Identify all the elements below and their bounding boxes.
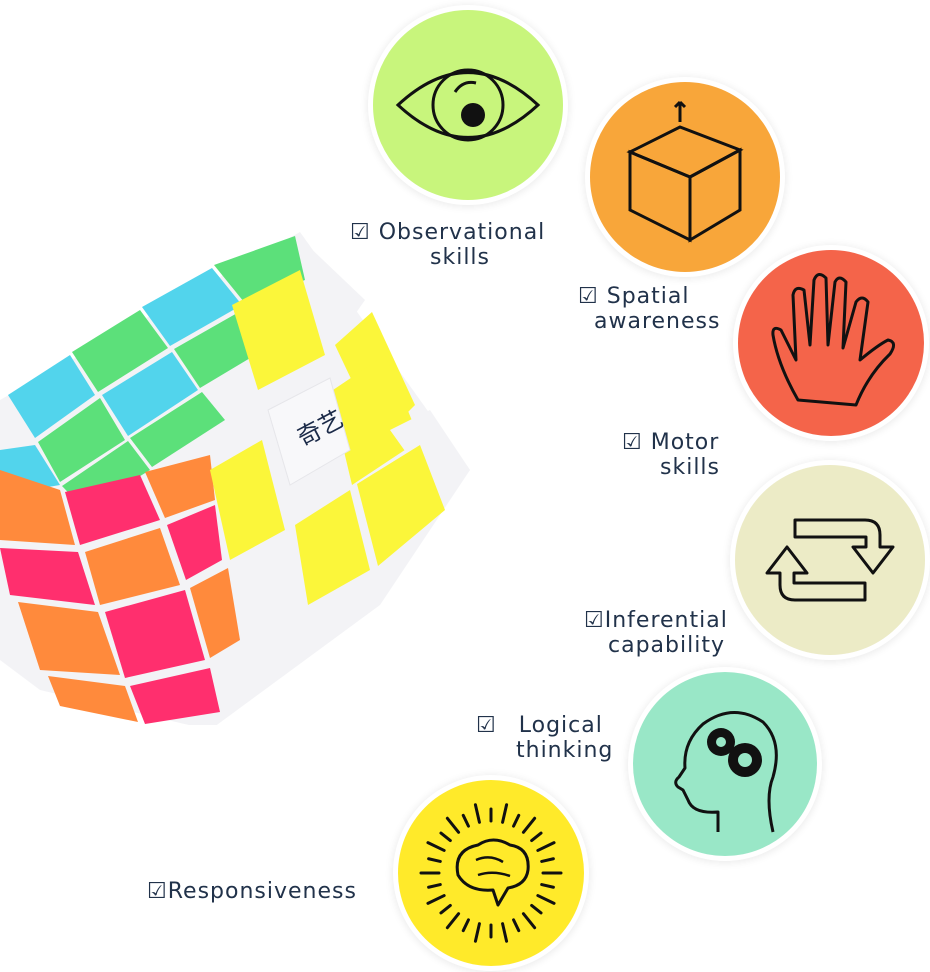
cycle-arrows-icon [735, 465, 925, 655]
spatial-awareness-label: ☑ Spatial awareness [578, 284, 720, 334]
brain-burst-icon [398, 780, 584, 966]
responsiveness-badge [398, 780, 584, 966]
checkbox-icon: ☑ [584, 608, 605, 633]
skill-name-line1: Motor [650, 430, 720, 455]
skill-name-line1: Spatial [606, 284, 690, 309]
motor-skills-label: ☑ Motor skills [622, 430, 720, 480]
spatial-awareness-badge [590, 82, 780, 272]
burst-ray [536, 894, 556, 905]
burst-ray [427, 883, 442, 889]
eye-icon [373, 10, 563, 200]
observational-skills-label: ☑ Observational skills [350, 220, 545, 270]
checkbox-icon: ☑ [622, 430, 643, 455]
burst-ray [439, 903, 452, 915]
burst-ray [445, 816, 461, 834]
logical-thinking-badge [633, 672, 817, 856]
burst-ray [521, 912, 537, 930]
skill-name-line2: skills [660, 455, 721, 480]
burst-ray [426, 894, 446, 905]
burst-ray [445, 912, 461, 930]
motor-skills-badge [738, 250, 924, 436]
burst-ray [530, 903, 543, 915]
burst-ray [536, 841, 556, 852]
burst-ray [501, 922, 509, 943]
skill-name-line1: Logical [518, 713, 603, 738]
burst-ray [501, 803, 509, 824]
cube-front-face [0, 455, 240, 724]
observational-skills-badge [373, 10, 563, 200]
burst-ray [461, 918, 470, 933]
burst-ray [426, 841, 446, 852]
burst-ray [540, 883, 555, 889]
checkbox-icon: ☑ [350, 220, 371, 245]
inferential-capability-label: ☑Inferential capability [584, 608, 728, 658]
logical-thinking-label: ☑ Logical thinking [476, 713, 613, 763]
skill-name-line2: skills [430, 245, 491, 270]
skill-name-line1: Inferential [604, 608, 728, 633]
responsiveness-label: ☑Responsiveness [147, 879, 357, 904]
checkbox-icon: ☑ [476, 713, 497, 738]
burst-ray [540, 857, 555, 863]
cube-right-face [210, 240, 470, 650]
skill-name-line2: thinking [516, 738, 614, 763]
cube-outline-icon [590, 82, 780, 272]
burst-ray [521, 816, 537, 834]
burst-ray [439, 831, 452, 843]
hand-icon [738, 250, 924, 436]
inferential-capability-badge [735, 465, 925, 655]
skill-name-line2: capability [608, 633, 725, 658]
burst-ray [461, 813, 470, 828]
burst-ray [512, 918, 521, 933]
burst-ray [427, 857, 442, 863]
burst-ray [512, 813, 521, 828]
checkbox-icon: ☑ [147, 879, 168, 904]
head-gears-icon [633, 672, 817, 856]
skill-name-line1: Responsiveness [167, 879, 357, 904]
rubiks-cube-image: 奇艺 [0, 232, 470, 725]
skill-name-line2: awareness [594, 309, 721, 334]
burst-ray [530, 831, 543, 843]
checkbox-icon: ☑ [578, 284, 599, 309]
burst-ray [473, 922, 481, 943]
skill-name-line1: Observational [378, 220, 546, 245]
burst-ray [473, 803, 481, 824]
